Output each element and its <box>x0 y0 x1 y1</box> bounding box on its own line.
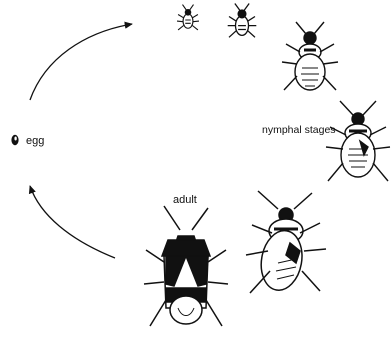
egg-icon <box>11 135 18 145</box>
nymph-stage-4-icon <box>326 101 390 181</box>
cycle-arrow-egg-to-nymph <box>30 24 132 100</box>
adult-label: adult <box>173 194 197 206</box>
nymph-stage-3-icon <box>282 22 338 90</box>
nymph-stage-5-icon <box>246 191 326 293</box>
adult-bug-icon <box>144 206 228 326</box>
cycle-arrow-adult-to-egg <box>30 186 115 258</box>
nymph-stage-2-icon <box>228 3 257 37</box>
nymph-stage-1-icon <box>177 5 199 30</box>
egg-label: egg <box>26 135 44 147</box>
nymphal-stages-label: nymphal stages <box>262 124 336 136</box>
